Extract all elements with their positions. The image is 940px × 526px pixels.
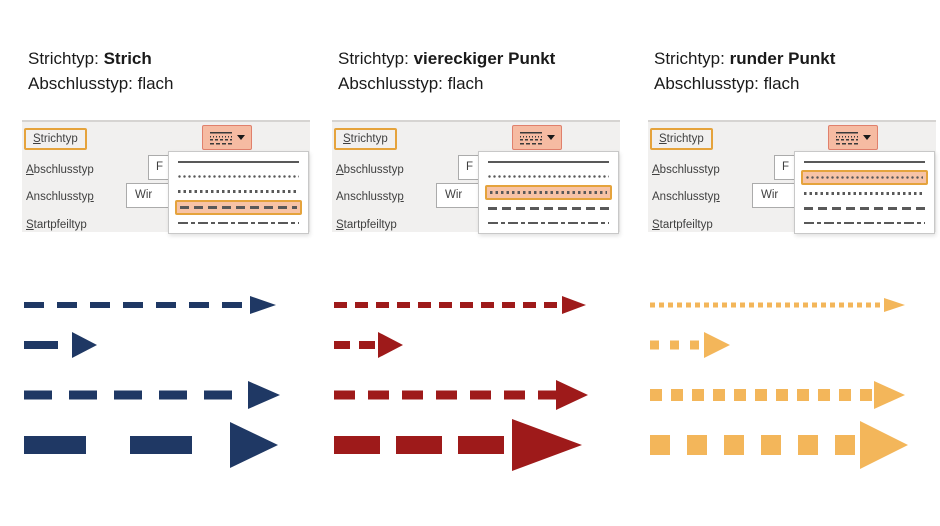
square-dot-line-sample: [178, 190, 299, 193]
arrow-examples: [24, 296, 280, 468]
arrow-head: [884, 298, 905, 312]
column-title: Strichtyp: Strich: [28, 46, 152, 71]
arrow-head: [562, 296, 586, 314]
dash-style-option-solid[interactable]: [801, 156, 928, 169]
dash-style-option-round-dot[interactable]: [175, 170, 302, 183]
dash-type-options-list: [478, 151, 619, 234]
arrow-examples: [650, 298, 908, 469]
dash-line-sample: [804, 206, 925, 210]
strichtyp-label: Strichtyp: [334, 128, 397, 150]
dash-type-dropdown-button[interactable]: [512, 125, 562, 150]
arrow-head: [874, 381, 905, 409]
startpfeiltyp-label: Startpfeiltyp: [336, 219, 397, 231]
dash-styles-icon: [209, 130, 232, 145]
arrow-head: [704, 332, 730, 358]
arrow-head: [250, 296, 276, 314]
column-subtitle: Abschlusstyp: flach: [28, 74, 174, 93]
column-subtitle: Abschlusstyp: flach: [338, 74, 484, 93]
dash-dot-line-sample: [804, 221, 925, 225]
column-title: Strichtyp: runder Punkt: [654, 46, 835, 71]
column-dash: Strichtyp: Strich Abschlusstyp: flach St…: [22, 0, 314, 526]
dash-line-sample: [488, 206, 609, 210]
arrow-head: [230, 422, 278, 468]
title-prefix: Strichtyp:: [28, 49, 104, 68]
square-dot-line-sample: [804, 192, 925, 195]
anschlusstyp-label: Anschlusstyp: [26, 191, 94, 203]
dash-style-option-solid[interactable]: [485, 156, 612, 169]
dash-style-option-square-dot[interactable]: [801, 187, 928, 200]
dash-type-options-list: [794, 151, 935, 234]
arrow-head: [512, 419, 582, 471]
startpfeiltyp-label: Startpfeiltyp: [652, 219, 713, 231]
dash-line-sample: [180, 205, 297, 209]
column-subtitle: Abschlusstyp: flach: [654, 74, 800, 93]
title-prefix: Strichtyp:: [654, 49, 730, 68]
arrow-head: [248, 381, 280, 409]
strichtyp-label: Strichtyp: [24, 128, 87, 150]
solid-line-sample: [488, 160, 609, 164]
dash-style-option-dash[interactable]: [801, 202, 928, 215]
dash-type-options-list: [168, 151, 309, 234]
anschlusstyp-label: Anschlusstyp: [652, 191, 720, 203]
dash-style-option-dash-dot[interactable]: [485, 216, 612, 229]
abschlusstyp-label: Abschlusstyp: [652, 164, 720, 176]
round-dot-line-sample: [806, 176, 923, 180]
column-title: Strichtyp: viereckiger Punkt: [338, 46, 555, 71]
dash-style-option-dash-dot[interactable]: [175, 216, 302, 229]
dash-style-option-dash-dot[interactable]: [801, 216, 928, 229]
dash-style-option-round-dot[interactable]: [801, 170, 928, 186]
dash-style-option-square-dot[interactable]: [175, 185, 302, 198]
dash-type-dropdown-button[interactable]: [828, 125, 878, 150]
dash-style-option-dash[interactable]: [485, 202, 612, 215]
arrow-head: [72, 332, 97, 358]
column-square-dot: Strichtyp: viereckiger Punkt Abschlussty…: [332, 0, 624, 526]
dash-style-option-square-dot[interactable]: [485, 184, 612, 200]
dash-dot-line-sample: [488, 221, 609, 225]
dash-style-option-solid[interactable]: [175, 156, 302, 169]
abschlusstyp-label: Abschlusstyp: [336, 164, 404, 176]
arrow-head: [860, 421, 908, 469]
abschlusstyp-label: Abschlusstyp: [26, 164, 94, 176]
dash-type-dropdown-button[interactable]: [202, 125, 252, 150]
strichtyp-label: Strichtyp: [650, 128, 713, 150]
chevron-down-icon: [862, 135, 871, 140]
dash-style-option-dash[interactable]: [175, 199, 302, 215]
round-dot-line-sample: [178, 175, 299, 179]
title-dash-type: runder Punkt: [729, 49, 836, 68]
startpfeiltyp-label: Startpfeiltyp: [26, 219, 87, 231]
solid-line-sample: [804, 160, 925, 164]
join-type-dropdown[interactable]: Wir: [126, 183, 194, 208]
title-dash-type: viereckiger Punkt: [413, 49, 556, 68]
square-dot-line-sample: [490, 191, 607, 194]
column-round-dot: Strichtyp: runder Punkt Abschlusstyp: fl…: [648, 0, 940, 526]
anschlusstyp-label: Anschlusstyp: [336, 191, 404, 203]
arrow-examples: [334, 296, 588, 471]
solid-line-sample: [178, 160, 299, 164]
dash-styles-icon: [519, 130, 542, 145]
chevron-down-icon: [546, 135, 555, 140]
dash-dot-line-sample: [178, 221, 299, 225]
dash-style-option-round-dot[interactable]: [485, 170, 612, 183]
arrow-head: [556, 380, 588, 410]
round-dot-line-sample: [488, 175, 609, 179]
title-prefix: Strichtyp:: [338, 49, 414, 68]
title-dash-type: Strich: [103, 49, 152, 68]
chevron-down-icon: [236, 135, 245, 140]
dash-styles-icon: [835, 130, 858, 145]
arrow-head: [378, 332, 403, 358]
